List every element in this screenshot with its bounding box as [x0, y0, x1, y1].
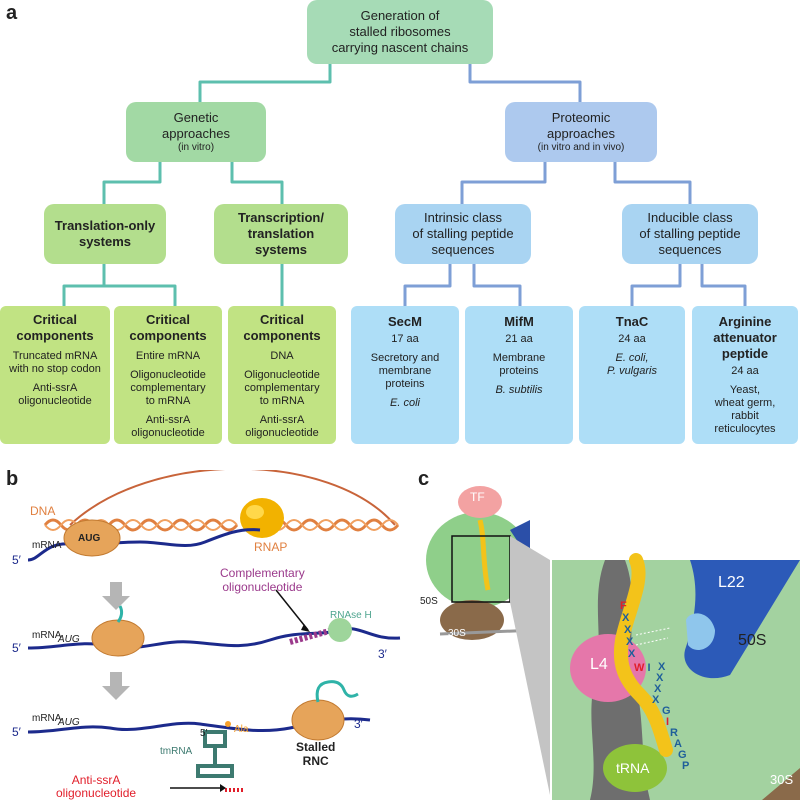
- dna-arc: [69, 470, 396, 526]
- stalling-sequence-2: X X X X G I R A G P: [652, 661, 690, 772]
- tnac-box: TnaC 24 aa E. coli,P. vulgaris: [579, 306, 685, 444]
- aug-label-1: AUG: [78, 533, 101, 544]
- five-prime-3: 5′: [12, 725, 21, 739]
- five-prime-1: 5′: [12, 553, 21, 567]
- rnase-h-label: RNAse H: [330, 610, 372, 621]
- panel-c-label: c: [418, 468, 430, 490]
- ala-bead: [225, 721, 231, 727]
- stalled-ribosome: [291, 699, 345, 741]
- ribosome-small-30s: [440, 600, 504, 640]
- three-prime-3: 3′: [354, 717, 363, 731]
- ala-label: Ala: [234, 724, 249, 735]
- flowchart-connectors: [62, 62, 747, 306]
- down-arrow-1: [102, 582, 130, 610]
- ribosome-2: [91, 619, 145, 657]
- 30s-corner: [762, 768, 800, 800]
- mrna-label-2: mRNA: [32, 630, 62, 641]
- three-prime-2: 3′: [378, 647, 387, 661]
- down-arrow-2: [102, 672, 130, 700]
- zoom-wedge: [510, 536, 550, 795]
- rnase-h: [328, 618, 352, 642]
- l22-shape: [684, 560, 800, 679]
- l4-label: L4: [590, 656, 608, 673]
- tf-shape: [458, 486, 502, 518]
- panel-c-illustration: [426, 486, 800, 800]
- nascent-chain: [614, 553, 673, 757]
- five-prime-tmrna: 5′: [200, 728, 208, 739]
- 30s-label-small: 30S: [448, 628, 466, 639]
- stalling-sequence-1: F X X X X: [620, 600, 636, 660]
- panel-b-label: b: [6, 468, 19, 490]
- trna-shape: [603, 744, 667, 792]
- rnap-shape: [240, 498, 284, 538]
- mrna-label-1: mRNA: [32, 540, 62, 551]
- complementary-oligo: [289, 625, 341, 645]
- tmrna-shape: [196, 730, 234, 778]
- tf-label: TF: [470, 490, 485, 504]
- 30s-label-corner: 30S: [770, 772, 794, 787]
- aug-label-2: AUG: [58, 634, 80, 645]
- mrna-strand-1: [27, 528, 261, 562]
- panel-a-label: a: [6, 2, 18, 24]
- 50s-label: 50S: [738, 632, 767, 649]
- tmrna-label: tmRNA: [160, 746, 193, 757]
- aug-label-3: AUG: [58, 717, 80, 728]
- panel-b-illustration: [27, 470, 401, 792]
- dna-label: DNA: [30, 504, 56, 518]
- stalling-sequence-w-i: W I: [634, 662, 651, 674]
- five-prime-2: 5′: [12, 641, 21, 655]
- rnap-label: RNAP: [254, 540, 288, 554]
- oligo-arrow: [275, 589, 309, 631]
- 50s-label-small: 50S: [420, 596, 438, 607]
- mrna-label-3: mRNA: [32, 713, 62, 724]
- l22-label: L22: [718, 574, 745, 591]
- trna-label: tRNA: [616, 760, 650, 776]
- ribosome-1: [63, 519, 121, 557]
